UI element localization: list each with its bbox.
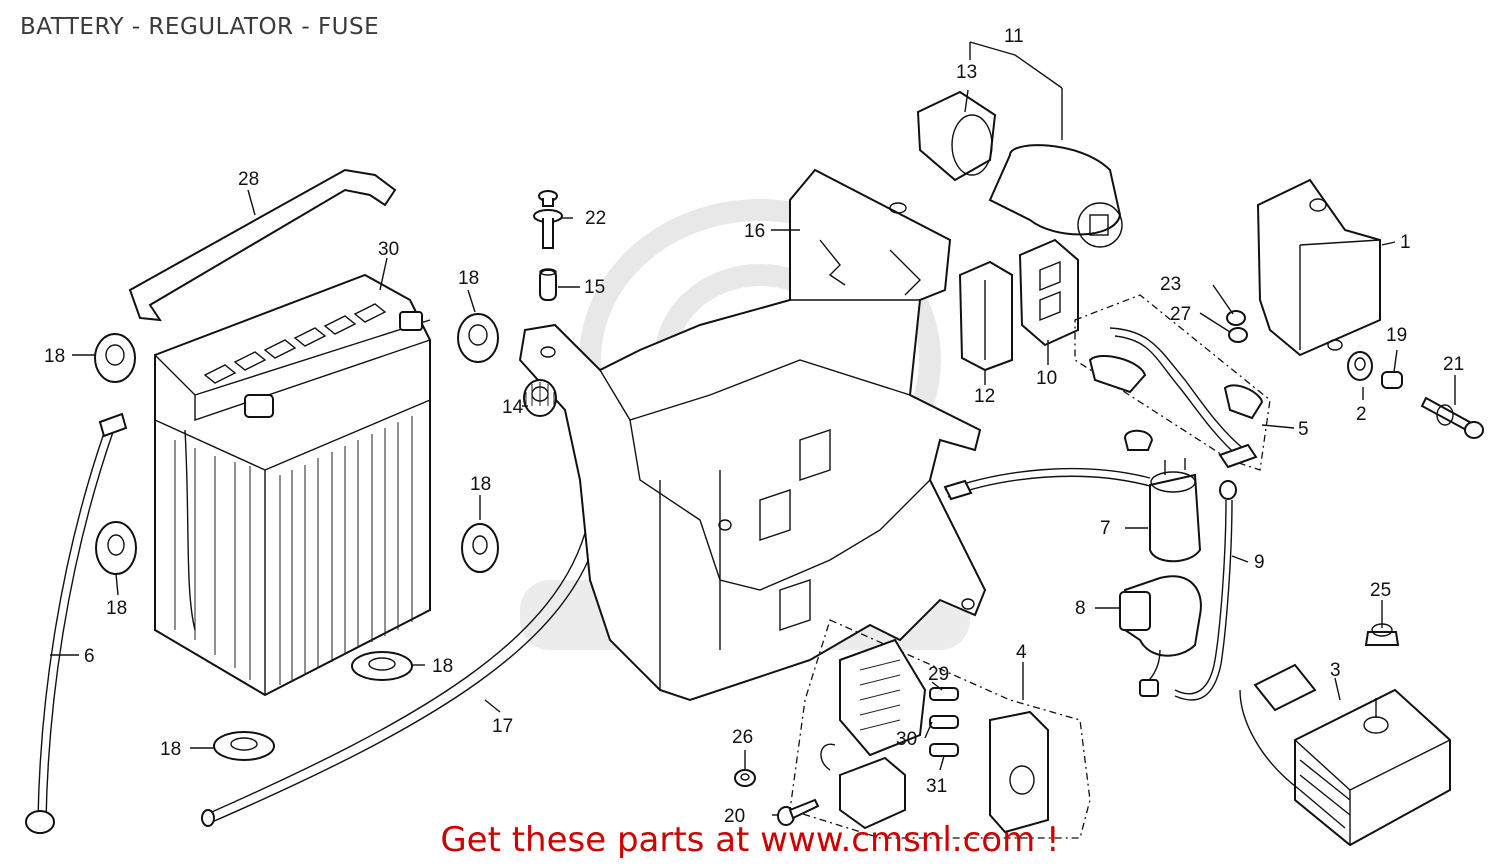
- callout-12: 12: [974, 386, 995, 407]
- callout-9: 9: [1254, 552, 1265, 573]
- callout-28: 28: [238, 169, 259, 190]
- collar-19: [1381, 371, 1403, 389]
- fuse-box-assembly: [789, 619, 1091, 839]
- callout-8: 8: [1075, 598, 1086, 619]
- footer-link-text[interactable]: Get these parts at www.cmsnl.com !: [440, 820, 1060, 860]
- callout-18b: 18: [458, 268, 479, 289]
- callout-26: 26: [732, 727, 753, 748]
- callout-15: 15: [584, 277, 605, 298]
- battery-band: [128, 168, 397, 322]
- diagram-title: BATTERY - REGULATOR - FUSE: [20, 14, 380, 40]
- callout-1: 1: [1400, 232, 1411, 253]
- callout-17: 17: [492, 716, 513, 737]
- callout-30a: 30: [378, 239, 399, 260]
- callout-31: 31: [926, 776, 947, 797]
- callout-30b: 30: [896, 729, 917, 750]
- callout-29: 29: [928, 664, 949, 685]
- battery: [154, 273, 431, 697]
- callout-11: 11: [1004, 26, 1024, 47]
- bolt-20: [777, 798, 820, 826]
- wire-harness: [1074, 294, 1271, 471]
- nut-23: [1226, 310, 1246, 326]
- callout-7: 7: [1100, 518, 1111, 539]
- callout-18a: 18: [44, 346, 65, 367]
- callout-22: 22: [585, 208, 606, 229]
- fuse-holder-set: [916, 90, 1123, 248]
- rubber-cushions: [94, 313, 499, 761]
- starter-relay: [1119, 575, 1202, 697]
- bolt-22: [533, 190, 563, 249]
- callout-2: 2: [1356, 404, 1367, 425]
- rectifier: [1239, 663, 1451, 847]
- condenser: [943, 458, 1202, 563]
- callout-18e: 18: [432, 656, 453, 677]
- cable-9: [1174, 480, 1237, 701]
- battery-cable: [25, 412, 128, 834]
- collar-15: [539, 268, 557, 301]
- callout-5: 5: [1298, 419, 1309, 440]
- callout-25: 25: [1370, 580, 1391, 601]
- callout-27: 27: [1170, 304, 1191, 325]
- washer-26: [734, 769, 756, 787]
- callout-labels: 1 2 3 4 5 6 7 8 9 10 11 12 13 14 15 16 1…: [44, 26, 1464, 827]
- callout-16: 16: [744, 221, 765, 242]
- battery-case: [518, 168, 987, 702]
- callout-13: 13: [956, 62, 977, 83]
- callout-18c: 18: [470, 474, 491, 495]
- regulator: [1256, 178, 1381, 357]
- callout-20: 20: [724, 806, 745, 827]
- leader-lines: [50, 41, 1456, 816]
- callout-19: 19: [1386, 325, 1407, 346]
- callout-23: 23: [1160, 274, 1181, 295]
- grommet: [523, 379, 557, 417]
- nut-2: [1347, 351, 1373, 381]
- callout-10: 10: [1036, 368, 1057, 389]
- callout-18f: 18: [160, 739, 181, 760]
- callout-6: 6: [84, 646, 95, 667]
- callout-4: 4: [1016, 642, 1027, 663]
- nut-27: [1228, 327, 1248, 343]
- bolt-21: [1420, 396, 1484, 439]
- fuse-clip: [1018, 238, 1079, 347]
- fuse-case: [958, 260, 1013, 372]
- callout-21: 21: [1443, 354, 1464, 375]
- callout-3: 3: [1330, 660, 1341, 681]
- callout-14: 14: [502, 397, 524, 418]
- callout-18d: 18: [106, 598, 127, 619]
